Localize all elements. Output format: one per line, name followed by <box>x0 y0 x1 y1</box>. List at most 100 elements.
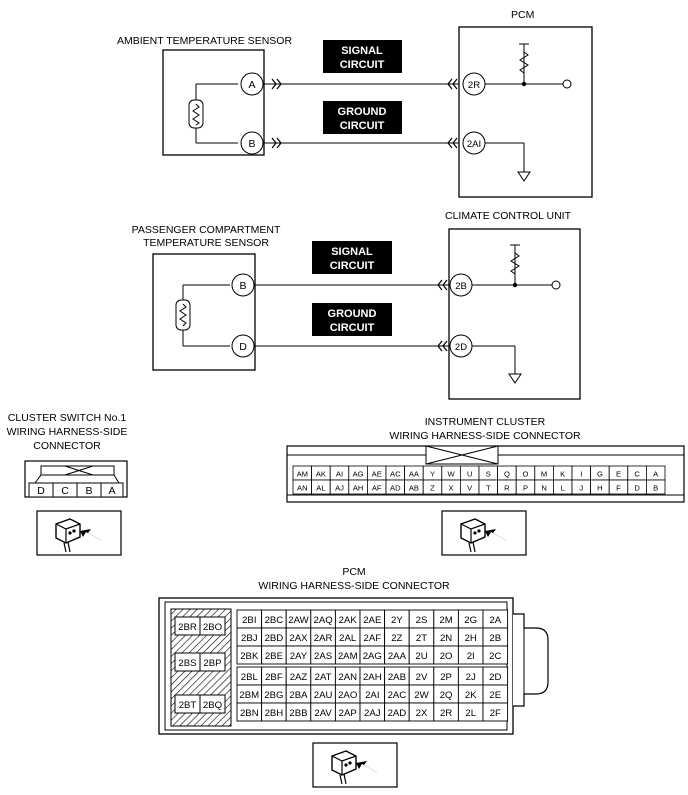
connector-view-icon <box>36 510 122 556</box>
cluster-switch-connector: CLUSTER SWITCH No.1 WIRING HARNESS-SIDE … <box>7 412 128 556</box>
pcm-pin-label: 2BM <box>239 690 259 701</box>
pcm-pin-label: 2J <box>466 672 476 683</box>
cluster-pin-label: AE <box>372 470 382 479</box>
pcm-connector-title: PCM <box>342 566 365 578</box>
pcm-pin-label: 2BA <box>289 690 308 701</box>
cluster-pin-label: P <box>523 484 528 493</box>
ambient-circuit: AMBIENT TEMPERATURE SENSOR PCM A B SIGNA… <box>117 9 593 198</box>
passenger-sensor-label: PASSENGER COMPARTMENT <box>132 224 281 236</box>
pcm-pin-label: 2Y <box>391 615 403 626</box>
signal-circuit-badge <box>312 241 392 274</box>
pullup-resistor-icon <box>510 252 520 275</box>
climate-unit-label: CLIMATE CONTROL UNIT <box>445 210 572 222</box>
cluster-pin-label: J <box>579 484 583 493</box>
svg-text:WIRING HARNESS-SIDE CONNECTOR: WIRING HARNESS-SIDE CONNECTOR <box>258 580 450 592</box>
pcm-pin-label: 2BC <box>265 615 284 626</box>
cluster-pin-cell <box>646 479 666 495</box>
pcm-pin-label: 2AO <box>338 690 357 701</box>
cluster-pin-label: AF <box>372 484 382 493</box>
svg-text:B: B <box>85 485 92 497</box>
cluster-pin-label: AC <box>390 470 401 479</box>
pcm-pin-label: 2N <box>440 633 452 644</box>
cluster-pin-label: AM <box>297 470 308 479</box>
cluster-pin-label: AL <box>316 484 325 493</box>
ground-circuit-badge <box>312 303 392 336</box>
pcm-left-pin-label: 2BO <box>203 622 222 633</box>
pcm-left-pin-cell <box>199 694 226 714</box>
pcm-pin-label: 2P <box>440 672 452 683</box>
cluster-pin-label: H <box>597 484 602 493</box>
pcm-pin-label: 2O <box>440 651 453 662</box>
cluster-pin-label: AG <box>353 470 364 479</box>
pcm-pin-label: 2BE <box>265 651 283 662</box>
pcm-pin-label: 2L <box>465 708 476 719</box>
svg-text:B: B <box>248 138 255 150</box>
pcm-left-pin-cell <box>199 652 226 672</box>
ambient-sensor-label: AMBIENT TEMPERATURE SENSOR <box>117 35 292 47</box>
instrument-cluster-connector: INSTRUMENT CLUSTER WIRING HARNESS-SIDE C… <box>286 416 685 556</box>
signal-circuit-badge <box>323 40 402 73</box>
pcm-pin-label: 2BB <box>289 708 307 719</box>
pcm-left-pin-label: 2BR <box>178 622 197 633</box>
pcm-pin-label: 2AF <box>363 633 381 644</box>
pcm-pin-label: 2AA <box>388 651 407 662</box>
signal-terminal <box>551 280 561 290</box>
pcm-pin-label: 2K <box>465 690 477 701</box>
cluster-pin-label: R <box>504 484 510 493</box>
svg-text:TEMPERATURE SENSOR: TEMPERATURE SENSOR <box>143 237 269 249</box>
cluster-pin-label: AD <box>390 484 401 493</box>
pcm-pin-label: 2H <box>465 633 477 644</box>
pcm-pin-label: 2AW <box>288 615 309 626</box>
pcm-pin-label: 2U <box>415 651 427 662</box>
pcm-pin-label: 2AM <box>338 651 358 662</box>
pcm-pin-label: 2AN <box>338 672 357 683</box>
pcm-pin-label: 2AK <box>339 615 358 626</box>
pcm-pin-label: 2AP <box>339 708 357 719</box>
ground-icon <box>517 171 531 182</box>
pcm-pin-label: 2G <box>464 615 477 626</box>
pcm-pin-label: 2Z <box>391 633 402 644</box>
cluster-pin-label: Y <box>430 470 435 479</box>
svg-text:GROUND: GROUND <box>338 106 387 118</box>
svg-text:SIGNAL: SIGNAL <box>341 45 383 57</box>
pcm-pin-label: 2AB <box>388 672 406 683</box>
pcm-left-pin-cell <box>199 616 226 636</box>
svg-text:A: A <box>248 79 255 91</box>
connector-view-icon <box>312 742 398 788</box>
pcm-pin-label: 2AY <box>290 651 308 662</box>
pcm-pin-label: 2AG <box>363 651 382 662</box>
svg-text:2R: 2R <box>468 80 480 91</box>
cluster-pin-label: AB <box>409 484 419 493</box>
pcm-pin-label: 2BH <box>265 708 284 719</box>
pcm-pin-label: 2AS <box>314 651 332 662</box>
pcm-pin-label: 2AH <box>363 672 382 683</box>
pcm-pin-label: 2C <box>489 651 501 662</box>
pcm-left-pin-label: 2BT <box>179 700 197 711</box>
pullup-resistor-icon <box>519 51 529 74</box>
pcm-pin-label: 2B <box>489 633 501 644</box>
pcm-left-pin-label: 2BP <box>203 658 221 669</box>
pcm-pin-label: 2AU <box>314 690 333 701</box>
svg-text:C: C <box>61 485 69 497</box>
svg-text:WIRING HARNESS-SIDE: WIRING HARNESS-SIDE <box>7 426 128 438</box>
svg-text:CIRCUIT: CIRCUIT <box>330 322 375 334</box>
cluster-pin-label: X <box>449 484 454 493</box>
pcm-pin-label: 2BN <box>240 708 259 719</box>
pcm-pin-label: 2AT <box>315 672 332 683</box>
cluster-pin-label: T <box>486 484 491 493</box>
cluster-pin-label: AI <box>336 470 343 479</box>
pcm-left-pin-label: 2BQ <box>203 700 222 711</box>
pcm-pin-label: 2AL <box>339 633 357 644</box>
signal-terminal <box>562 79 572 89</box>
svg-text:2B: 2B <box>455 281 467 292</box>
cluster-pin-label: M <box>541 470 547 479</box>
pcm-pin-label: 2BF <box>265 672 283 683</box>
connector-latch <box>513 613 549 707</box>
pcm-pin-label: 2BK <box>240 651 259 662</box>
pcm-pin-label: 2AD <box>388 708 407 719</box>
ground-circuit-badge <box>323 101 402 134</box>
cluster-pin-label: B <box>653 484 658 493</box>
svg-text:A: A <box>108 485 115 497</box>
pcm-pin-label: 2V <box>416 672 428 683</box>
